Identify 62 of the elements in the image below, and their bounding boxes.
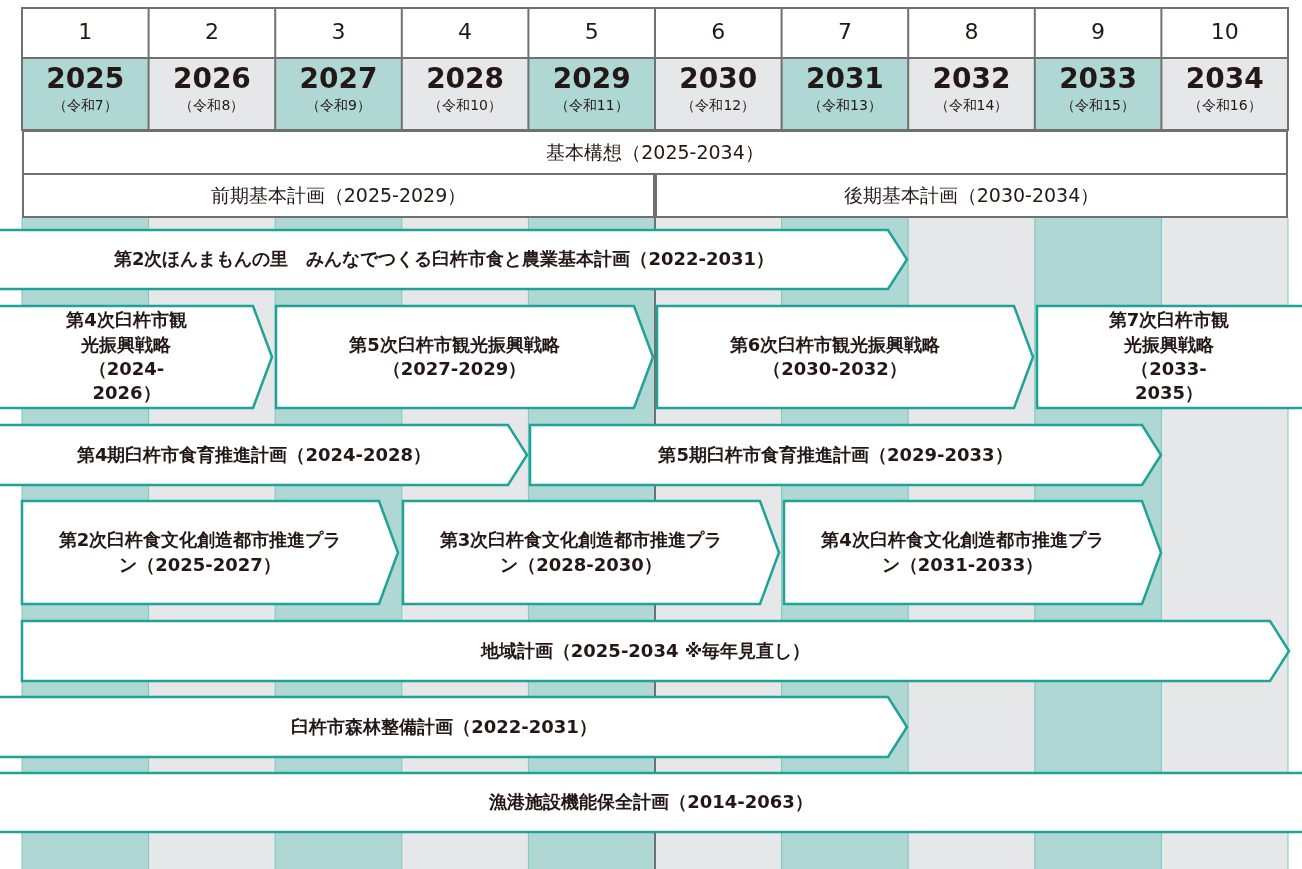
year-label: 2025 xyxy=(45,64,126,95)
era-label: （令和11） xyxy=(553,98,630,114)
plan-label: 第5次臼杵市観光振興戦略（2027-2029） xyxy=(348,332,561,381)
plan-label: 第2次臼杵食文化創造都市推進プラン（2025-2027） xyxy=(57,528,343,577)
era-label: （令和16） xyxy=(1186,98,1263,114)
plan-arrow-bar xyxy=(656,305,1034,409)
plan-arrow-bar xyxy=(0,772,1302,833)
plan-label: 第3次臼杵食文化創造都市推進プラン（2028-2030） xyxy=(438,528,724,577)
plan-arrow-bar xyxy=(0,424,528,486)
plan-arrow-bar xyxy=(529,424,1162,486)
plan-period-box xyxy=(22,175,655,218)
era-label: （令和10） xyxy=(427,98,503,114)
year-number: 7 xyxy=(836,20,853,45)
era-label: （令和8） xyxy=(178,98,246,114)
year-label: 2027 xyxy=(298,64,379,95)
plan-label: 第2次ほんまもんの里 みんなでつくる臼杵市食と農業基本計画（2022-2031） xyxy=(113,247,775,272)
year-label: 2033 xyxy=(1058,64,1139,95)
year-number: 9 xyxy=(1090,20,1107,45)
plan-label: 第5期臼杵市食育推進計画（2029-2033） xyxy=(658,442,1013,467)
plan-label: 第4次臼杵市観光振興戦略（2024-2026） xyxy=(65,308,188,406)
period-label: 基本構想（2025-2034） xyxy=(546,139,764,165)
plan-label: 臼杵市森林整備計画（2022-2031） xyxy=(291,714,597,739)
year-number: 8 xyxy=(963,20,980,45)
plan-arrow-bar xyxy=(275,305,654,409)
year-label: 2029 xyxy=(551,64,632,95)
year-number: 3 xyxy=(330,20,347,45)
year-number: 6 xyxy=(710,20,727,45)
year-number: 4 xyxy=(457,20,474,45)
plan-period-box xyxy=(22,130,1288,175)
period-label: 後期基本計画（2030-2034） xyxy=(843,182,1100,208)
plan-arrow-bar xyxy=(402,500,780,605)
year-number: 5 xyxy=(583,20,600,45)
plan-arrow-bar xyxy=(0,696,908,758)
plan-label: 第4次臼杵食文化創造都市推進プラン（2031-2033） xyxy=(820,528,1105,577)
year-label: 2034 xyxy=(1184,64,1265,95)
year-label: 2028 xyxy=(425,64,506,95)
plan-label: 第7次臼杵市観光振興戦略（2033-2035） xyxy=(1107,308,1231,406)
plan-period-box xyxy=(655,175,1288,218)
plan-arrow-bar xyxy=(0,305,273,409)
year-label: 2032 xyxy=(931,64,1012,95)
year-number: 10 xyxy=(1209,20,1240,45)
era-label: （令和14） xyxy=(933,98,1010,114)
year-label: 2030 xyxy=(678,64,759,95)
era-label: （令和12） xyxy=(680,98,757,114)
plan-label: 地域計画（2025-2034 ※毎年見直し） xyxy=(480,638,811,663)
era-label: （令和15） xyxy=(1060,98,1136,114)
plan-label: 第4期臼杵市食育推進計画（2024-2028） xyxy=(76,442,432,467)
plan-arrow-bar xyxy=(0,229,908,290)
era-label: （令和9） xyxy=(305,98,372,114)
year-label: 2026 xyxy=(171,64,252,95)
plan-arrow-bar xyxy=(783,500,1162,605)
year-number: 2 xyxy=(203,20,220,45)
plan-arrow-bar xyxy=(21,500,399,605)
era-label: （令和7） xyxy=(51,98,119,114)
year-number: 1 xyxy=(77,20,94,45)
plan-arrow-bar xyxy=(1036,305,1302,409)
plan-arrow-bar xyxy=(21,620,1290,682)
plan-label: 第6次臼杵市観光振興戦略（2030-2032） xyxy=(728,332,942,381)
era-label: （令和13） xyxy=(806,98,883,114)
period-label: 前期基本計画（2025-2029） xyxy=(210,182,467,208)
plan-label: 漁港施設機能保全計画（2014-2063） xyxy=(489,790,813,815)
year-label: 2031 xyxy=(804,64,885,95)
